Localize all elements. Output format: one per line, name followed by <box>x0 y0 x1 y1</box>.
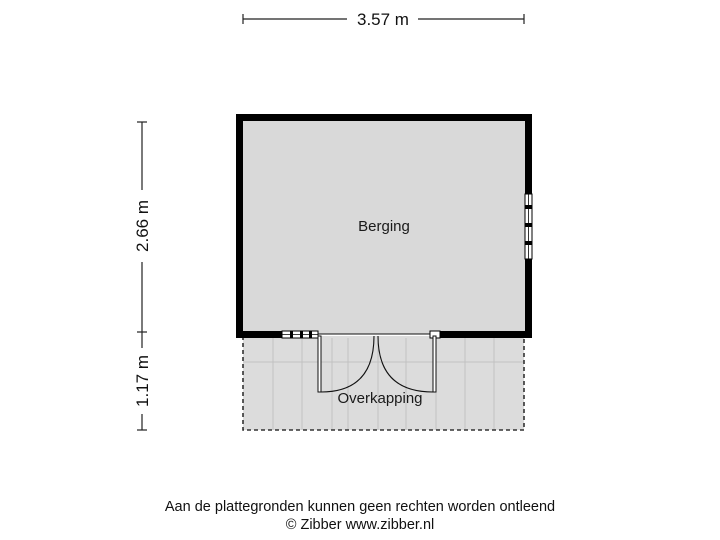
overkapping-label: Overkapping <box>337 390 422 407</box>
wall-right-upper <box>525 114 532 194</box>
window-right <box>524 193 533 260</box>
double-door <box>317 333 437 393</box>
berging-floor <box>241 118 527 334</box>
wall-bottom-left <box>236 331 282 338</box>
overkapping-dashed-outline <box>242 336 525 431</box>
overkapping-area: Overkapping <box>242 336 525 431</box>
overkapping-floor <box>243 336 524 430</box>
dimension-height-overkapping-label: 1.17 m <box>133 355 152 407</box>
disclaimer-text: Aan de plattegronden kunnen geen rechten… <box>164 499 556 515</box>
dimension-height-overkapping: 1.17 m <box>133 332 152 431</box>
wall-right-lower <box>525 259 532 338</box>
wall-top <box>236 114 532 121</box>
wall-left <box>236 114 243 338</box>
dimension-width-label: 3.57 m <box>357 10 409 29</box>
copyright-text: © Zibber www.zibber.nl <box>285 517 435 533</box>
dimension-height-berging: 2.66 m <box>133 121 152 333</box>
dimension-height-berging-label: 2.66 m <box>133 200 152 252</box>
berging-label: Berging <box>358 218 410 235</box>
wall-bottom-right <box>440 331 532 338</box>
berging-room: Berging <box>236 114 533 393</box>
dimension-width: 3.57 m <box>242 10 525 29</box>
